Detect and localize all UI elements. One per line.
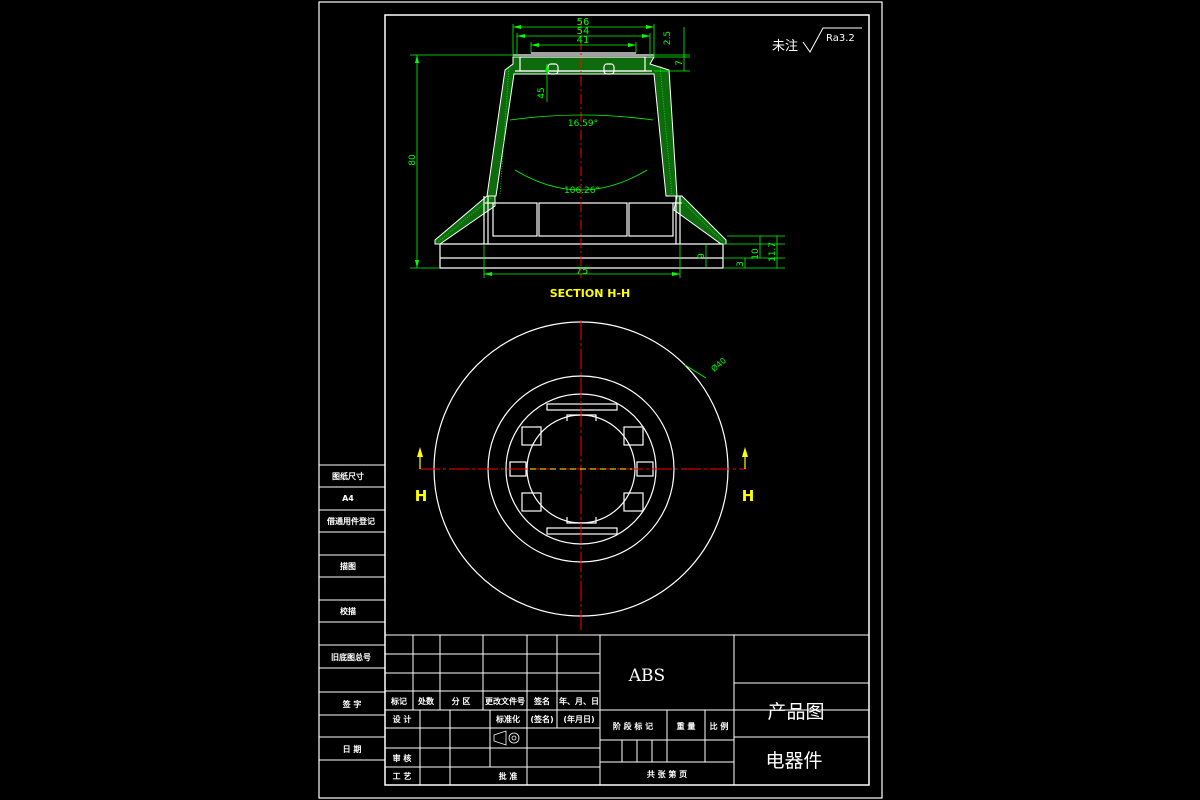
dim-80: 80 — [408, 154, 418, 166]
section-marker-left: H — [415, 487, 428, 505]
tb-part-name: 电器件 — [765, 750, 822, 772]
dim-angle-top: 16.59° — [568, 119, 598, 129]
dim-41: 41 — [577, 35, 590, 46]
title-block — [385, 634, 869, 785]
section-arrow-left-icon — [417, 447, 423, 469]
dim-diameter: Ø40 — [709, 355, 728, 373]
dim-56: 56 — [577, 17, 590, 28]
tb-standardize: 标准化 — [495, 714, 520, 724]
roughness-symbol-icon — [802, 27, 862, 53]
dim-angle-bottom: 106.26° — [564, 186, 600, 196]
tb-process: 工 艺 — [393, 771, 412, 781]
tb-date-paren: (年月日) — [563, 714, 594, 724]
tb-scale: 比 例 — [710, 721, 729, 731]
drawing-frame — [318, 1, 883, 799]
tb-mark-header: 标记 — [390, 696, 407, 706]
trace-label: 描图 — [340, 561, 356, 571]
proof-trace-label: 校描 — [340, 606, 356, 616]
dim-10: 10 — [751, 248, 761, 260]
section-arrow-right-icon — [742, 447, 748, 469]
inner-border — [384, 14, 870, 786]
tb-zone-header: 分 区 — [452, 696, 471, 706]
tb-drawing-type: 产品图 — [767, 701, 824, 723]
dim-2-5: 2.5 — [663, 31, 673, 45]
dim-45: 45 — [537, 87, 547, 98]
dimension-lines — [410, 24, 785, 278]
projection-symbol-icon — [493, 730, 520, 746]
tb-weight: 重 量 — [677, 721, 696, 731]
section-title: SECTION H-H — [550, 287, 630, 300]
left-column — [319, 464, 385, 761]
plan-view: Ø40 H H — [415, 320, 755, 632]
tb-sign-paren: (签名) — [530, 714, 553, 724]
dim-11-7: 11.7 — [768, 242, 778, 262]
tb-approve: 批 准 — [499, 771, 518, 781]
dim-3: 3 — [736, 261, 746, 267]
surface-note-label: 未注 — [772, 39, 798, 54]
tb-docno-header: 更改文件号 — [485, 696, 525, 706]
paper-size-label: 图纸尺寸 — [332, 471, 364, 481]
outer-border — [318, 1, 883, 799]
dim-7: 7 — [675, 60, 685, 66]
tb-design: 设 计 — [393, 714, 412, 724]
tb-sheets: 共 张 第 页 — [647, 769, 687, 779]
section-view: 56 54 41 16.59° 106.26° 75 2.5 7 45 80 9… — [408, 17, 785, 300]
tb-date-header: 年、月、日 — [559, 696, 599, 706]
dim-54: 54 — [577, 26, 590, 37]
date-label: 日 期 — [343, 744, 362, 754]
dim-9: 9 — [697, 253, 707, 259]
dim-75: 75 — [576, 266, 589, 277]
old-drawing-no-label: 旧底图总号 — [331, 652, 371, 662]
section-marker-right: H — [742, 487, 755, 505]
tb-review: 审 核 — [393, 753, 412, 763]
surface-roughness-value: Ra3.2 — [826, 33, 855, 44]
tb-sign-header: 签名 — [533, 696, 550, 706]
paper-size-value: A4 — [342, 494, 354, 503]
tb-material: ABS — [628, 666, 665, 686]
borrow-register-label: 借通用件登记 — [326, 516, 375, 526]
sign-label: 签 字 — [342, 699, 362, 709]
tb-count-header: 处数 — [417, 696, 435, 706]
tb-stage-mark: 阶 段 标 记 — [613, 721, 653, 731]
